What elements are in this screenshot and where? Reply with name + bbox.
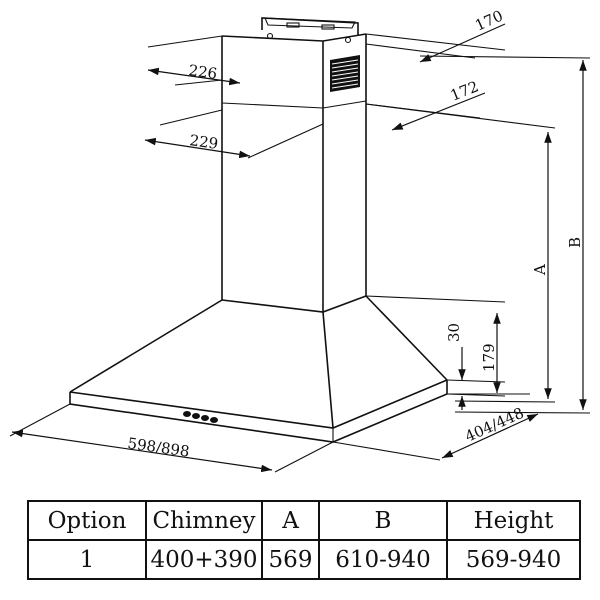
header-a: A (261, 500, 320, 541)
control-buttons (183, 411, 218, 423)
cell-chimney: 400+390 (145, 539, 263, 580)
header-b: B (318, 500, 448, 541)
dimension-lines (9, 23, 591, 473)
header-option: Option (27, 500, 147, 541)
dim-label-179: 179 (480, 343, 498, 372)
dim-label-30: 30 (445, 323, 463, 342)
range-hood-dimension-drawing: 170 226 172 229 B A 179 30 404/448 598/8… (9, 7, 591, 473)
header-height: Height (446, 500, 581, 541)
cell-option: 1 (27, 539, 147, 580)
vent-grille-icon (330, 55, 360, 92)
header-chimney: Chimney (145, 500, 263, 541)
control-button-icon (183, 411, 191, 417)
dim-label-226: 226 (187, 61, 218, 83)
canopy (69, 295, 448, 443)
control-button-icon (210, 417, 218, 423)
spec-table: Option Chimney A B Height 1 400+390 569 … (27, 500, 581, 580)
table-row: 1 400+390 569 610-940 569-940 (27, 539, 581, 580)
dim-label-b: B (566, 237, 584, 248)
dim-label-598-898: 598/898 (126, 434, 190, 460)
control-button-icon (192, 413, 200, 419)
chimney (221, 33, 367, 312)
hood-body (69, 17, 448, 443)
cell-height: 569-940 (446, 539, 581, 580)
mounting-bracket (261, 17, 359, 44)
dim-label-a: A (531, 264, 549, 276)
table-header-row: Option Chimney A B Height (27, 500, 581, 541)
dim-label-172: 172 (448, 77, 481, 104)
cell-a: 569 (261, 539, 320, 580)
dim-label-404-448: 404/448 (462, 404, 526, 446)
control-button-icon (201, 415, 209, 421)
cell-b: 610-940 (318, 539, 448, 580)
dim-label-170: 170 (472, 7, 505, 35)
dim-label-229: 229 (188, 131, 219, 153)
